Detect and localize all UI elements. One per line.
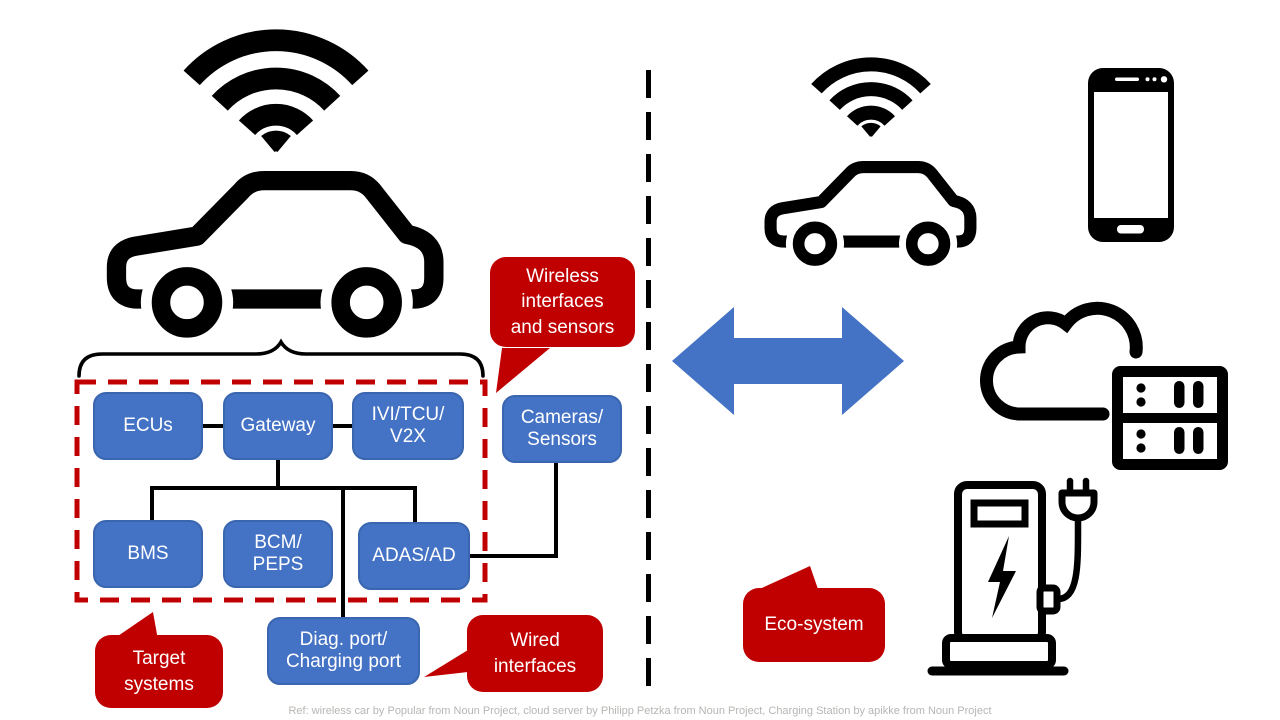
car-icon	[106, 170, 444, 349]
callout-eco-system: Eco-system	[743, 588, 885, 662]
charging-station-icon	[927, 477, 1098, 676]
callout-target-systems: Target systems	[95, 635, 223, 708]
node-label: ECUs	[123, 414, 173, 436]
connector-line	[150, 486, 417, 490]
node-label: Diag. port/ Charging port	[285, 628, 402, 672]
node-label: Gateway	[240, 414, 316, 436]
target-systems-outline	[74, 379, 488, 603]
callout-tail	[496, 348, 550, 393]
car-icon	[764, 160, 977, 273]
node-bcm-peps: BCM/ PEPS	[223, 520, 333, 588]
node-cameras-sensors: Cameras/ Sensors	[502, 395, 622, 463]
node-label: ADAS/AD	[372, 544, 456, 566]
node-gateway: Gateway	[223, 392, 333, 460]
connector-line	[341, 488, 345, 619]
callout-label: Wired interfaces	[493, 630, 577, 677]
node-label: BMS	[127, 542, 169, 564]
curly-brace	[77, 338, 485, 378]
connector-line	[330, 424, 358, 428]
connector-line	[150, 488, 154, 522]
node-label: Cameras/ Sensors	[520, 406, 604, 450]
callout-label: Target systems	[124, 648, 194, 695]
callout-tail	[112, 612, 158, 640]
connector-line	[413, 488, 417, 524]
credits-text: Ref: wireless car by Popular from Noun P…	[288, 705, 992, 717]
wifi-icon	[183, 29, 369, 153]
node-bms: BMS	[93, 520, 203, 588]
node-ivi-tcu-v2x: IVI/TCU/ V2X	[352, 392, 464, 460]
connector-line	[200, 424, 228, 428]
node-diag-charging-port: Diag. port/ Charging port	[267, 617, 420, 685]
dashed-vertical-divider	[646, 70, 651, 694]
node-label: IVI/TCU/ V2X	[371, 403, 445, 447]
callout-wired-interfaces: Wired interfaces	[467, 615, 603, 692]
wifi-icon	[811, 57, 931, 138]
node-adas-ad: ADAS/AD	[358, 522, 470, 590]
cloud-icon	[980, 301, 1143, 421]
callout-label: Eco-system	[764, 614, 864, 636]
node-label: BCM/ PEPS	[252, 531, 304, 575]
connector-line	[554, 463, 558, 558]
callout-tail	[424, 650, 468, 677]
callout-wireless-interfaces: Wireless interfaces and sensors	[490, 257, 635, 347]
double-headed-arrow-icon	[672, 307, 904, 415]
connector-line	[276, 458, 280, 490]
node-ecus: ECUs	[93, 392, 203, 460]
connector-line	[470, 554, 558, 558]
callout-label: Wireless interfaces and sensors	[510, 266, 615, 338]
server-icon	[1112, 366, 1228, 470]
smartphone-icon	[1088, 68, 1174, 242]
callout-tail	[753, 566, 819, 592]
